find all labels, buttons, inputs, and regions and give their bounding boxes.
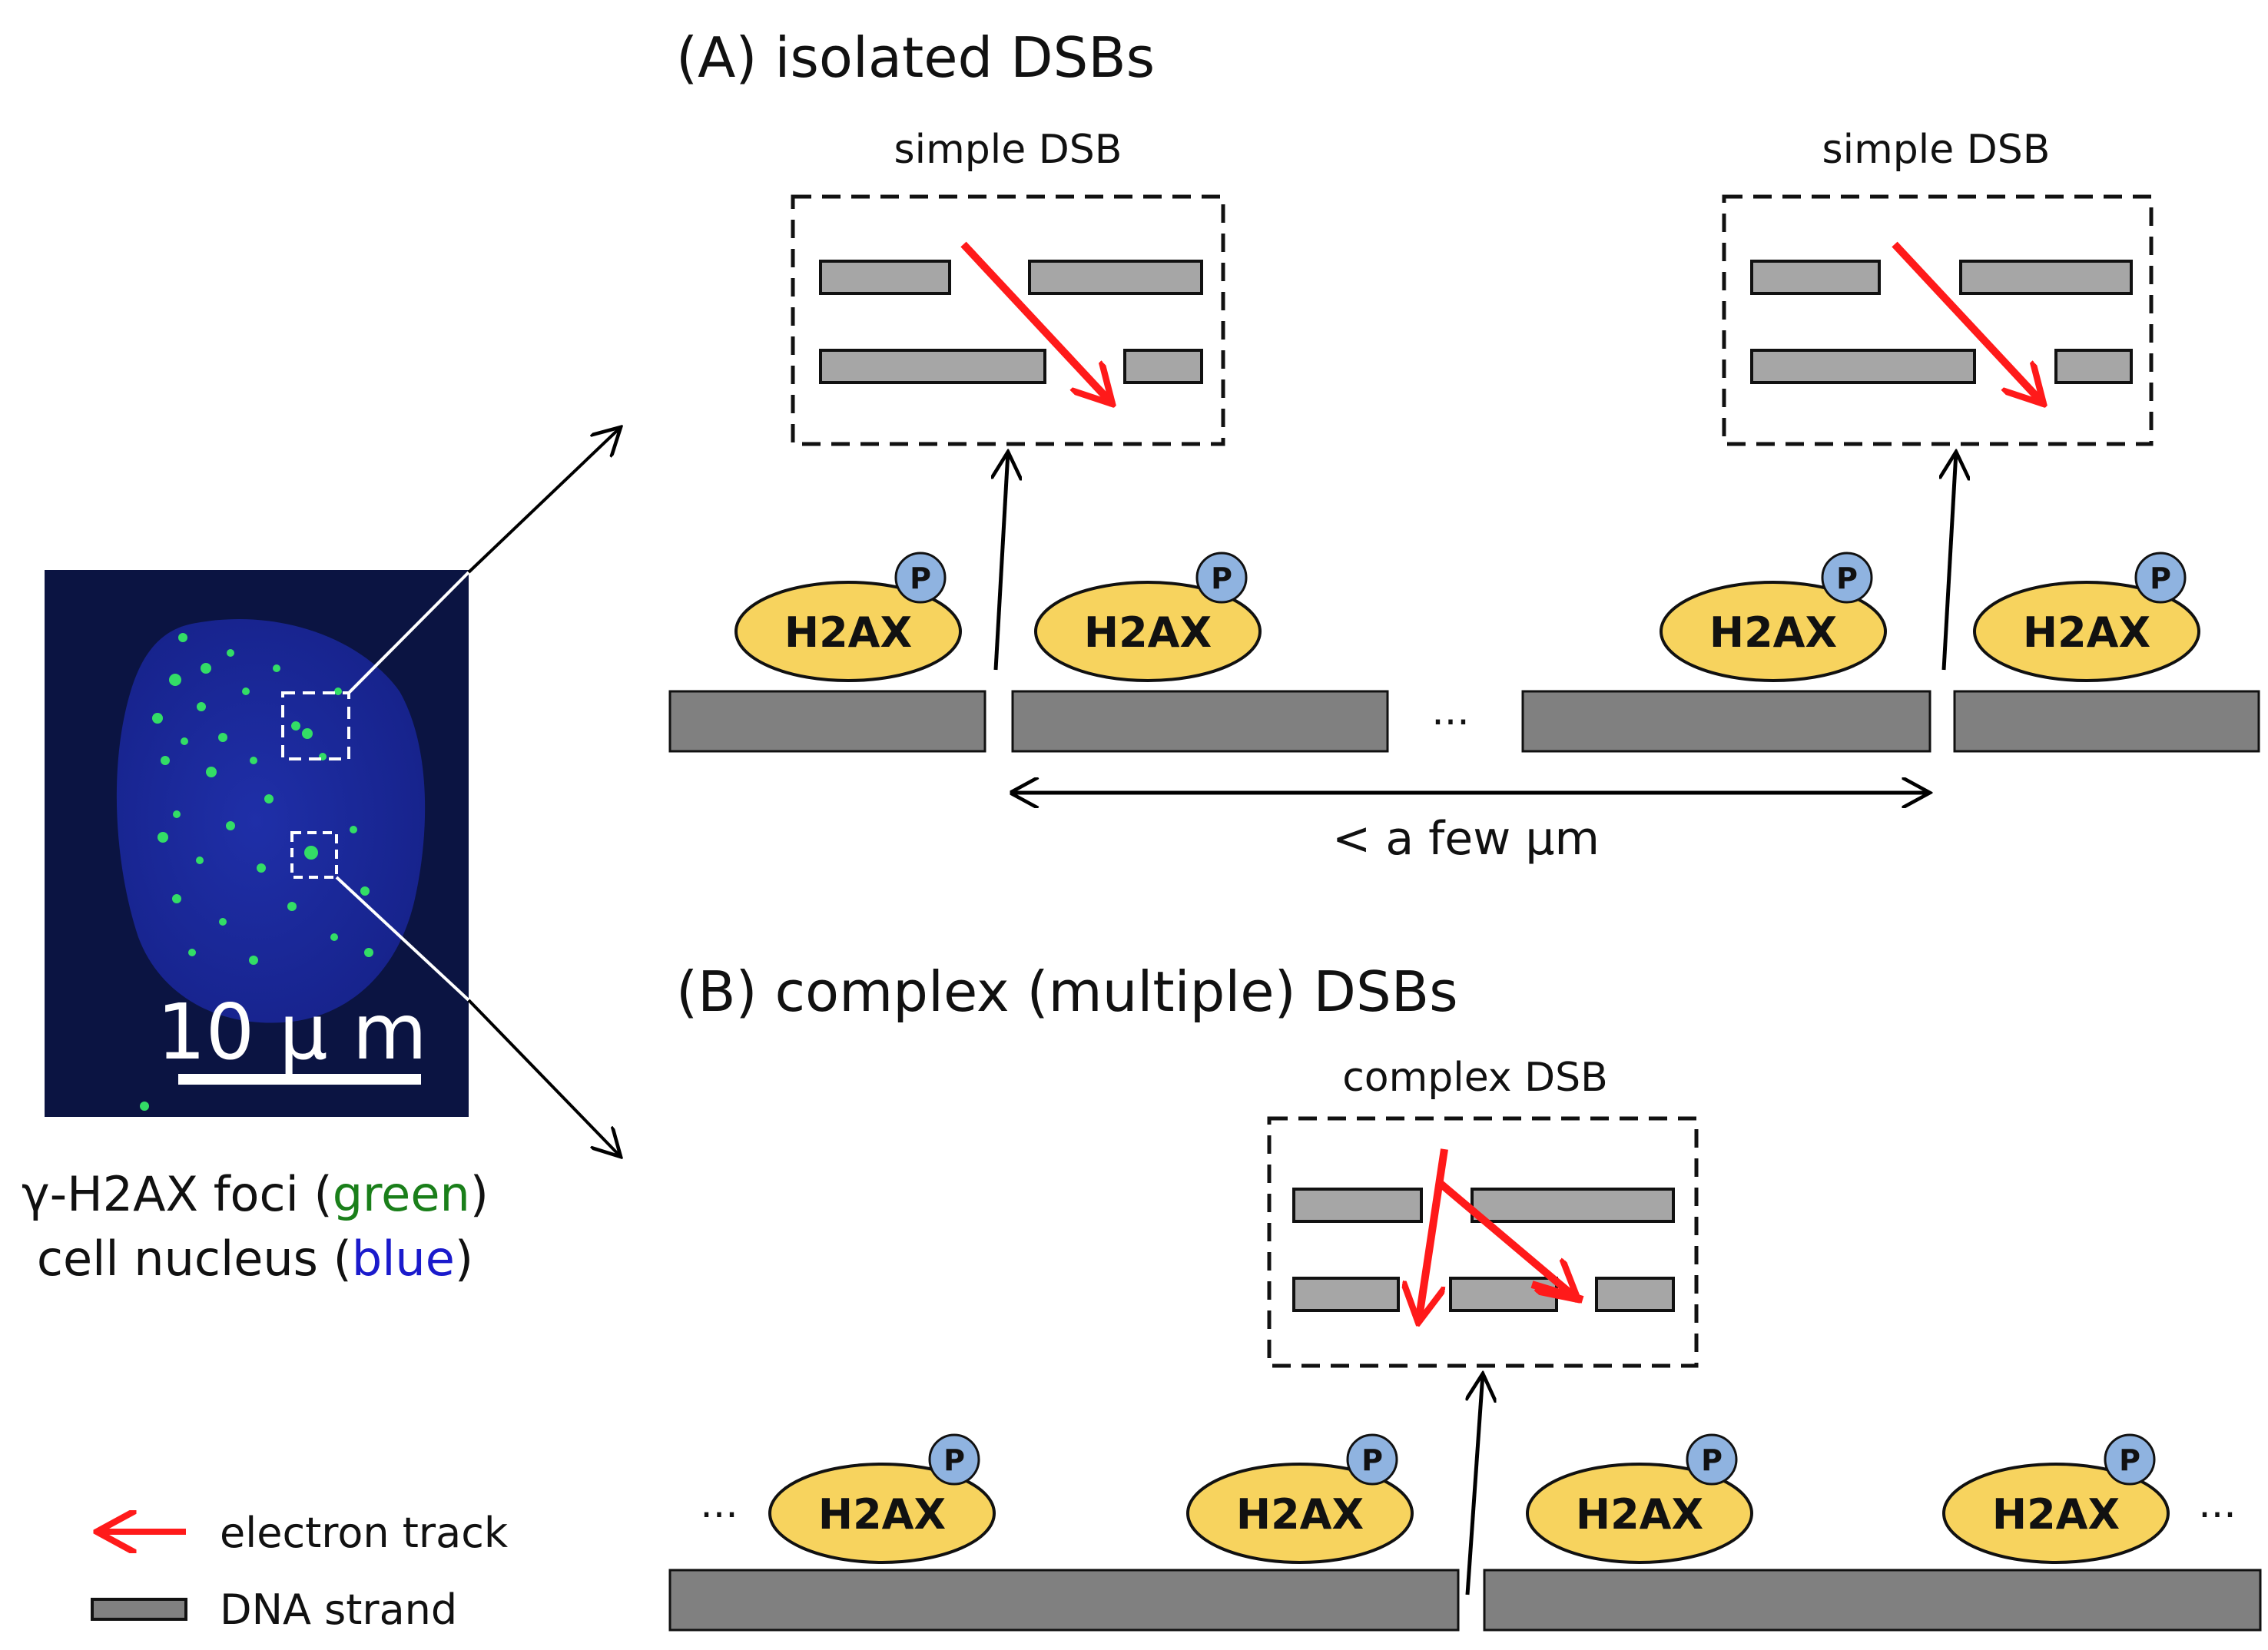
caption-line2: cell nucleus (blue) bbox=[37, 1231, 473, 1287]
inset-dna-segment bbox=[819, 349, 1046, 384]
inset-dna-segment bbox=[1750, 260, 1881, 295]
legend-dna-strand-icon bbox=[91, 1598, 187, 1621]
inset-dna-segment bbox=[1292, 1277, 1400, 1312]
caption-green-word: green bbox=[333, 1166, 470, 1222]
phosphate-marker bbox=[1686, 1433, 1738, 1486]
section-b-title: (B) complex (multiple) DSBs bbox=[676, 959, 1458, 1024]
electron-track-arrow bbox=[960, 241, 1112, 404]
callout-line-b bbox=[467, 999, 621, 1157]
inset-dna-segment bbox=[2054, 349, 2133, 384]
inset-border bbox=[1722, 194, 2154, 446]
dna-strand bbox=[1953, 690, 2260, 753]
svg-text:H2AX: H2AX bbox=[818, 1490, 946, 1539]
electron-track-arrow bbox=[1892, 241, 2044, 404]
focus-box-lower bbox=[290, 831, 338, 879]
inset-dna-segment bbox=[1959, 260, 2133, 295]
dna-strand bbox=[1011, 690, 1389, 753]
dna-strand bbox=[1483, 1569, 2262, 1632]
svg-text:H2AX: H2AX bbox=[1709, 608, 1837, 657]
dna-strands-b: ··· ··· bbox=[668, 1493, 2262, 1632]
legend-electron-track-label: electron track bbox=[220, 1509, 509, 1557]
phosphate-marker bbox=[894, 552, 947, 604]
svg-text:P: P bbox=[2150, 562, 2171, 595]
legend: electron track DNA strand bbox=[91, 1509, 509, 1634]
focus-box-upper bbox=[281, 691, 350, 760]
simple-dsb-inset-left: simple DSB bbox=[791, 127, 1225, 446]
h2ax-protein: H2AX P bbox=[1973, 552, 2200, 682]
ellipsis: ··· bbox=[2198, 1493, 2236, 1539]
caption-line1: γ-H2AX foci (green) bbox=[22, 1166, 489, 1222]
simple-dsb-inset-right: simple DSB bbox=[1722, 127, 2154, 446]
break-pointer-arrow bbox=[1944, 452, 1956, 671]
h2ax-protein: H2AX P bbox=[1034, 552, 1262, 682]
phosphate-marker bbox=[2134, 552, 2187, 604]
inset-dna-segment bbox=[1750, 349, 1976, 384]
inset-dna-segment bbox=[819, 260, 951, 295]
caption-blue-word: blue bbox=[352, 1231, 455, 1287]
cell-nucleus bbox=[116, 618, 426, 1023]
svg-text:H2AX: H2AX bbox=[1576, 1490, 1703, 1539]
complex-dsb-inset: complex DSB bbox=[1267, 1055, 1699, 1368]
svg-text:P: P bbox=[2119, 1443, 2140, 1477]
legend-dna-strand-label: DNA strand bbox=[220, 1585, 457, 1634]
micrograph: 10 μ m bbox=[45, 570, 469, 1117]
phosphate-marker bbox=[1195, 552, 1248, 604]
electron-track-arrow bbox=[1530, 1281, 1584, 1304]
svg-text:P: P bbox=[1211, 562, 1232, 595]
inset-dna-segment bbox=[1595, 1277, 1675, 1312]
phosphate-marker bbox=[2104, 1433, 2156, 1486]
gamma-h2ax-foci bbox=[140, 633, 373, 1111]
inset-border bbox=[791, 194, 1225, 446]
electron-track-arrow bbox=[1418, 1148, 1448, 1323]
callout-line-a bbox=[467, 427, 621, 574]
dna-strand bbox=[668, 1569, 1460, 1632]
dna-strand bbox=[1521, 690, 1931, 753]
svg-text:H2AX: H2AX bbox=[1084, 608, 1212, 657]
distance-label: < a few μm bbox=[1332, 812, 1600, 866]
phosphate-marker bbox=[928, 1433, 980, 1486]
svg-text:H2AX: H2AX bbox=[1236, 1490, 1364, 1539]
h2ax-protein: H2AX P bbox=[1186, 1433, 1414, 1564]
ellipsis: ··· bbox=[1431, 700, 1470, 746]
svg-text:P: P bbox=[1836, 562, 1858, 595]
dna-strand bbox=[668, 690, 986, 753]
svg-text:P: P bbox=[1701, 1443, 1723, 1477]
phosphate-marker bbox=[1821, 552, 1873, 604]
electron-track-arrow bbox=[1437, 1180, 1578, 1300]
break-pointer-arrow bbox=[996, 452, 1008, 671]
h2ax-protein: H2AX P bbox=[768, 1433, 996, 1564]
h2ax-protein: H2AX P bbox=[1660, 552, 1887, 682]
inset-dna-segment bbox=[1471, 1188, 1675, 1223]
ellipsis: ··· bbox=[700, 1493, 738, 1539]
break-pointer-arrow bbox=[1465, 1373, 1483, 1595]
inset-border bbox=[1267, 1116, 1699, 1368]
dna-strands-a: ··· bbox=[668, 690, 2260, 753]
svg-text:P: P bbox=[943, 1443, 965, 1477]
inset-label-simple-left: simple DSB bbox=[894, 127, 1122, 173]
inset-dna-segment bbox=[1123, 349, 1203, 384]
svg-text:H2AX: H2AX bbox=[1992, 1490, 2120, 1539]
inset-label-simple-right: simple DSB bbox=[1822, 127, 2051, 173]
h2ax-protein: H2AX P bbox=[1942, 1433, 2170, 1564]
svg-text:P: P bbox=[910, 562, 931, 595]
h2ax-protein: H2AX P bbox=[1526, 1433, 1753, 1564]
scale-bar-label: 10 μ m bbox=[157, 987, 427, 1077]
section-a-title: (A) isolated DSBs bbox=[676, 25, 1155, 90]
h2ax-protein: H2AX P bbox=[734, 552, 962, 682]
svg-text:P: P bbox=[1361, 1443, 1383, 1477]
svg-text:H2AX: H2AX bbox=[2023, 608, 2150, 657]
inset-label-complex: complex DSB bbox=[1342, 1055, 1608, 1101]
inset-dna-segment bbox=[1028, 260, 1203, 295]
svg-text:H2AX: H2AX bbox=[784, 608, 912, 657]
callout-line-b-white bbox=[335, 876, 470, 1002]
callout-line-a-white bbox=[347, 571, 470, 694]
scale-bar bbox=[178, 1074, 421, 1085]
phosphate-marker bbox=[1346, 1433, 1398, 1486]
inset-dna-segment bbox=[1292, 1188, 1423, 1223]
